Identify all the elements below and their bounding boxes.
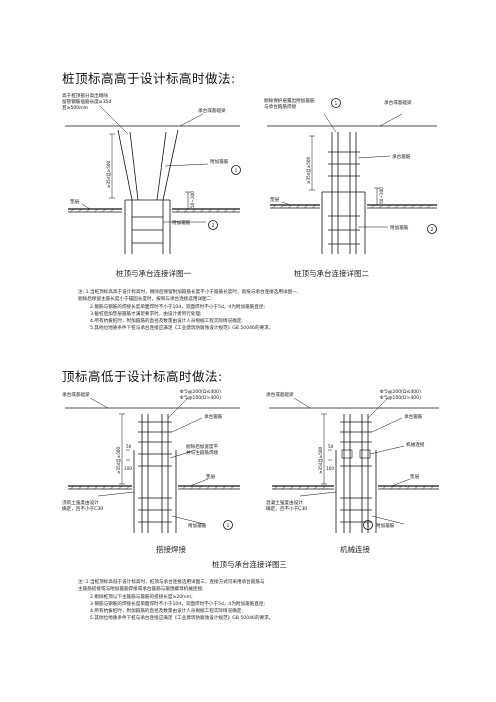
fig2-label-cap: 承台或基础梁 [384,99,412,106]
fig4-label-cap: 承台或基础梁 [266,391,294,398]
fig2-label-cushion: 垫层 [270,196,280,203]
fig4-label-concrete-1: 混凝土强度由设计 [266,499,303,506]
fig2-label-top-1: 剔除保护层露出附加箍筋 [264,97,315,104]
note-line: 剔除后保留主箍长度小于锚固长度时，按照与承台连接选用详图二; [78,297,213,303]
note-line: 注: 1.当桩顶标高低于设计标高时，桩顶与承台连接选用详图三，连接方式可采用承台… [78,580,265,585]
fig1-label-added-bar-2: 附加箍筋 [172,219,191,226]
fig1-label-cap: 承台或基础梁 [198,107,226,114]
fig1-label-top-2: 留管钢筋插筋长度≥35d [62,98,111,105]
fig3-marker: 1 [227,523,230,529]
fig1-label-top-1: 高于桩顶部分高出剔除 [62,92,108,99]
fig1-dim-left: ≥35d且≥500 [106,160,111,188]
fig1-marker-2: 2 [212,223,215,229]
fig2-marker-2: 2 [431,227,434,233]
fig4-label-cushion: 垫层 [410,473,420,480]
fig3-caption: 桩顶与承台连接详图三 [212,560,287,569]
note-line: 4.所有抗拔桩时，附加箍筋的直径及数量由设计人员根据工程实际情况确定; [90,609,243,615]
fig2-dim-right: 50~100 [379,187,384,204]
fig3-label-concrete-2: 确定，且不小于C30 [62,505,103,512]
fig3-label-concrete-1: 浇筑土强度由设计 [62,499,99,506]
fig3-sub-caption: 搭接焊接 [156,545,186,554]
fig3-label-weld: 剔除后加宽度平 [186,443,219,450]
section1-heading: 桩顶标高高于设计标高时做法: [62,71,236,86]
fig4-label-cap-bar: 承台箍筋 [404,413,423,420]
detail-figure-4: 承台或基础梁 Φ'5@200(D≤400) Φ'5@100(D>400) 承台箍… [266,389,439,533]
fig3-label-cap: 承台或基础梁 [62,391,90,398]
fig2-marker-1: 1 [335,101,338,107]
note-line: 3.截桩后加垫层箍筋才满足要求时，由设计者另行处理; [90,311,202,317]
fig3-label-cap-bar: 承台箍筋 [204,413,223,420]
fig2-label-cap-bar: 承台箍筋 [392,153,411,160]
fig3-dim-50: 50 [126,444,132,449]
section2-heading: 顶标高低于设计标高时做法: [62,369,223,384]
fig3-label-cushion: 垫层 [206,473,216,480]
fig2-dim-left: ≥35d且≥500 [306,156,311,184]
fig3-dim-100: 100 [124,466,132,471]
fig3-label-added-bar: 附加箍筋 [188,522,207,529]
fig4-dim-left: ≥35d且≥500 [318,446,323,474]
note-line: 3.钢筋与钢筋的焊接长度单面焊时不小于10d，双面焊时不小于5d，d为附加箍筋直… [90,601,266,607]
note-line: 4.所有抗拔桩时，附加箍筋的直径及数量由设计人员根据工程实际情况确定; [90,319,243,325]
note-line: 主箍筋搭接或与附加箍筋焊接或承台箍筋与箍围螺母机械连接; [78,587,204,593]
fig1-label-added-bar: 附加箍筋 [210,158,229,165]
note-line: 5.其他位地质条件下桩与承台连接应满足《工业建筑防腐蚀设计规范》GB 50046… [90,326,274,332]
fig3-label-spec-1: Φ'5@200(D≤400) [180,389,221,395]
fig4-label-spec-1: Φ'5@200(D≤400) [380,389,421,395]
fig3-label-weld-2: 并与主箍筋焊接 [186,449,219,456]
fig1-label-top-3: 且≥500mm [62,105,89,111]
fig2-caption: 桩顶与承台连接详图二 [294,269,369,278]
fig3-label-spec-2: Φ'5@100(D>400) [180,395,221,401]
note-line: 5.其他位地质条件下桩与承台连接应满足《工业建筑防腐蚀设计规范》GB 50046… [90,616,274,622]
fig4-label-spec-2: Φ'5@100(D>400) [380,395,421,401]
fig4-label-concrete-2: 确定，且不小于C30 [266,505,307,512]
fig4-label-added-bar: 附加箍筋 [376,522,395,529]
detail-figure-1: 高于桩顶部分高出剔除 留管钢筋插筋长度≥35d 且≥500mm 承台或基础梁 附… [62,92,241,254]
fig4-marker: 1 [367,523,370,529]
fig2-label-top-2: 与承台箍筋焊接 [264,103,297,110]
fig4-dim-100: 100 [326,466,334,471]
fig4-label-mech: 机械连接 [406,441,425,448]
detail-figure-2: 剔除保护层露出附加箍筋 与承台箍筋焊接 1 承台或基础梁 承台箍筋 ≥35d且≥… [264,97,437,254]
fig4-dim-50: 50 [328,444,334,449]
fig1-marker-1: 1 [235,168,238,174]
note-line: 注: 1.当桩顶标高高于设计标高时，剔除后保留附加箍筋长度不小于箍筋长度时，就按… [78,290,299,295]
fig1-label-cushion: 垫层 [70,198,80,205]
fig3-dim-left: ≥35d且≥500 [116,446,121,474]
section2-notes: 注: 1.当桩顶标高低于设计标高时，桩顶与承台连接选用详图三，连接方式可采用承台… [78,579,273,623]
fig4-sub-caption: 机械连接 [340,545,370,554]
fig1-dim-right: 50~100 [190,191,195,208]
fig1-caption: 桩顶与承台连接详图一 [116,269,191,278]
detail-figure-3: 承台或基础梁 Φ'5@200(D≤400) Φ'5@100(D>400) 承台箍… [62,389,240,533]
section1-notes: 注: 1.当桩顶标高高于设计标高时，剔除后保留附加箍筋长度不小于箍筋长度时，就按… [78,289,298,333]
note-line: 2.剔除桩顶以下主箍筋与箍筋的搭接长度≥20mm; [90,594,193,600]
fig2-label-added-bar: 附加箍筋 [390,224,409,231]
note-line: 2.钢筋与钢筋的焊接长度单面焊时不小于10d，双面焊时不小于5d，d为附加箍筋直… [90,304,266,310]
